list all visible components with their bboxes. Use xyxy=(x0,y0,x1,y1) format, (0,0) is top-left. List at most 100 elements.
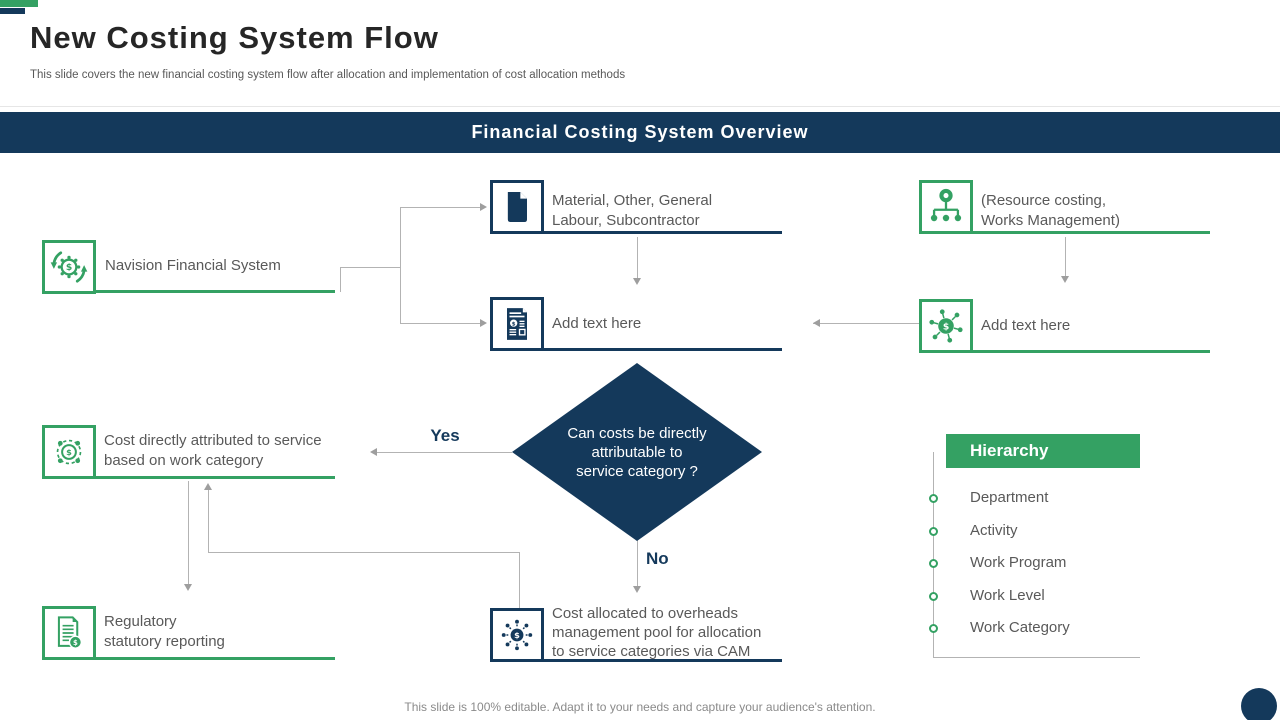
connector-to-addtext-center xyxy=(400,323,481,324)
yes-label: Yes xyxy=(430,426,460,445)
hierarchy-bracket-vertical xyxy=(933,452,934,657)
addtext-center-underline xyxy=(544,348,782,351)
allocation-dollar-icon: $ xyxy=(495,613,539,657)
section-banner: Financial Costing System Overview xyxy=(0,112,1280,153)
addtext-right-underline xyxy=(973,350,1210,353)
connector-resource-down xyxy=(1065,237,1066,277)
navision-underline xyxy=(96,290,335,293)
connector-navision-stub xyxy=(340,267,341,292)
connector-feedback-h xyxy=(208,552,519,553)
allocated-label: Cost allocated to overheads management p… xyxy=(552,604,761,661)
svg-text:$: $ xyxy=(512,322,516,328)
arrowhead-to-addtext-center xyxy=(480,319,487,327)
connector-right-to-center xyxy=(813,323,919,324)
addtext-center-node[interactable]: $ xyxy=(490,297,544,351)
regulatory-label: Regulatory statutory reporting xyxy=(104,612,225,652)
hierarchy-item-department: Department xyxy=(970,489,1049,506)
cost-directly-line2: based on work category xyxy=(104,452,264,469)
hierarchy-item-work-category: Work Category xyxy=(970,619,1070,636)
connector-yes xyxy=(372,452,512,453)
regulatory-line1: Regulatory xyxy=(104,613,177,630)
resource-underline xyxy=(973,231,1210,234)
connector-to-material xyxy=(400,207,481,208)
arrowhead-right-to-center xyxy=(813,319,820,327)
connector-no xyxy=(637,538,638,587)
svg-text:$: $ xyxy=(943,321,949,332)
arrowhead-material-down xyxy=(633,278,641,285)
allocated-line1: Cost allocated to overheads xyxy=(552,605,738,622)
cost-directly-underline xyxy=(96,476,335,479)
page-subtitle: This slide covers the new financial cost… xyxy=(30,69,626,81)
cost-directly-label: Cost directly attributed to service base… xyxy=(104,431,322,471)
report-money-icon: $ xyxy=(47,611,91,655)
navision-label: Navision Financial System xyxy=(105,257,281,274)
hierarchy-bracket-bottom xyxy=(933,657,1140,658)
addtext-right-label[interactable]: Add text here xyxy=(981,317,1071,334)
allocated-node: $ xyxy=(490,608,544,662)
cost-directly-line1: Cost directly attributed to service xyxy=(104,432,322,449)
navision-node: $ xyxy=(42,240,96,294)
hierarchy-item-activity: Activity xyxy=(970,522,1018,539)
resource-label: (Resource costing, Works Management) xyxy=(981,191,1120,231)
decision-line2: attributable to xyxy=(591,443,683,461)
invoice-icon: $ xyxy=(497,304,537,344)
material-label: Material, Other, General Labour, Subcont… xyxy=(552,191,712,231)
money-network-icon: $ xyxy=(924,304,968,348)
regulatory-node: $ xyxy=(42,606,96,660)
connector-navision-out xyxy=(340,267,400,268)
corner-circle-logo xyxy=(1241,688,1277,720)
org-chart-icon xyxy=(924,185,968,229)
material-line2: Labour, Subcontractor xyxy=(552,212,700,229)
accent-bar-green xyxy=(0,0,38,7)
resource-line2: Works Management) xyxy=(981,212,1120,229)
cost-directly-node: $ xyxy=(42,425,96,479)
connector-feedback-v1 xyxy=(519,552,520,608)
arrowhead-feedback-up xyxy=(204,483,212,490)
arrowhead-resource-down xyxy=(1061,276,1069,283)
arrowhead-no xyxy=(633,586,641,593)
arrowhead-to-material xyxy=(480,203,487,211)
section-banner-title: Financial Costing System Overview xyxy=(471,122,809,142)
connector-cost-to-regulatory xyxy=(188,481,189,585)
decision-line3: service category ? xyxy=(576,462,698,480)
hierarchy-title: Hierarchy xyxy=(970,441,1049,460)
svg-text:$: $ xyxy=(66,262,72,273)
allocated-underline xyxy=(544,659,782,662)
regulatory-underline xyxy=(96,657,335,660)
decision-diamond: Can costs be directly attributable to se… xyxy=(512,363,762,541)
resource-line1: (Resource costing, xyxy=(981,192,1107,209)
footer-note: This slide is 100% editable. Adapt it to… xyxy=(404,700,876,714)
target-money-icon: $ xyxy=(47,430,91,474)
hierarchy-bullet xyxy=(929,494,938,503)
svg-text:$: $ xyxy=(514,630,520,640)
material-line1: Material, Other, General xyxy=(552,192,713,209)
allocated-line2: management pool for allocation xyxy=(552,624,762,641)
arrowhead-yes xyxy=(370,448,377,456)
addtext-right-node[interactable]: $ xyxy=(919,299,973,353)
material-node xyxy=(490,180,544,234)
allocated-line3: to service categories via CAM xyxy=(552,643,751,660)
arrowhead-cost-to-regulatory xyxy=(184,584,192,591)
header-divider xyxy=(0,106,1280,107)
no-label: No xyxy=(646,549,669,568)
svg-text:$: $ xyxy=(73,639,78,647)
material-underline xyxy=(544,231,782,234)
document-icon xyxy=(497,187,537,227)
addtext-center-label[interactable]: Add text here xyxy=(552,315,642,332)
hierarchy-header: Hierarchy xyxy=(946,434,1140,468)
decision-line1: Can costs be directly xyxy=(567,424,707,442)
connector-feedback-v2 xyxy=(208,489,209,552)
connector-split-vertical xyxy=(400,207,401,323)
hierarchy-bullet xyxy=(929,624,938,633)
resource-node xyxy=(919,180,973,234)
page-title: New Costing System Flow xyxy=(30,20,439,55)
hierarchy-bullet xyxy=(929,592,938,601)
connector-material-down xyxy=(637,237,638,279)
gear-dollar-cycle-icon: $ xyxy=(47,245,91,289)
hierarchy-item-work-program: Work Program xyxy=(970,554,1067,571)
hierarchy-bullet xyxy=(929,559,938,568)
accent-bar-navy xyxy=(0,8,25,14)
regulatory-line2: statutory reporting xyxy=(104,633,225,650)
hierarchy-item-work-level: Work Level xyxy=(970,587,1045,604)
